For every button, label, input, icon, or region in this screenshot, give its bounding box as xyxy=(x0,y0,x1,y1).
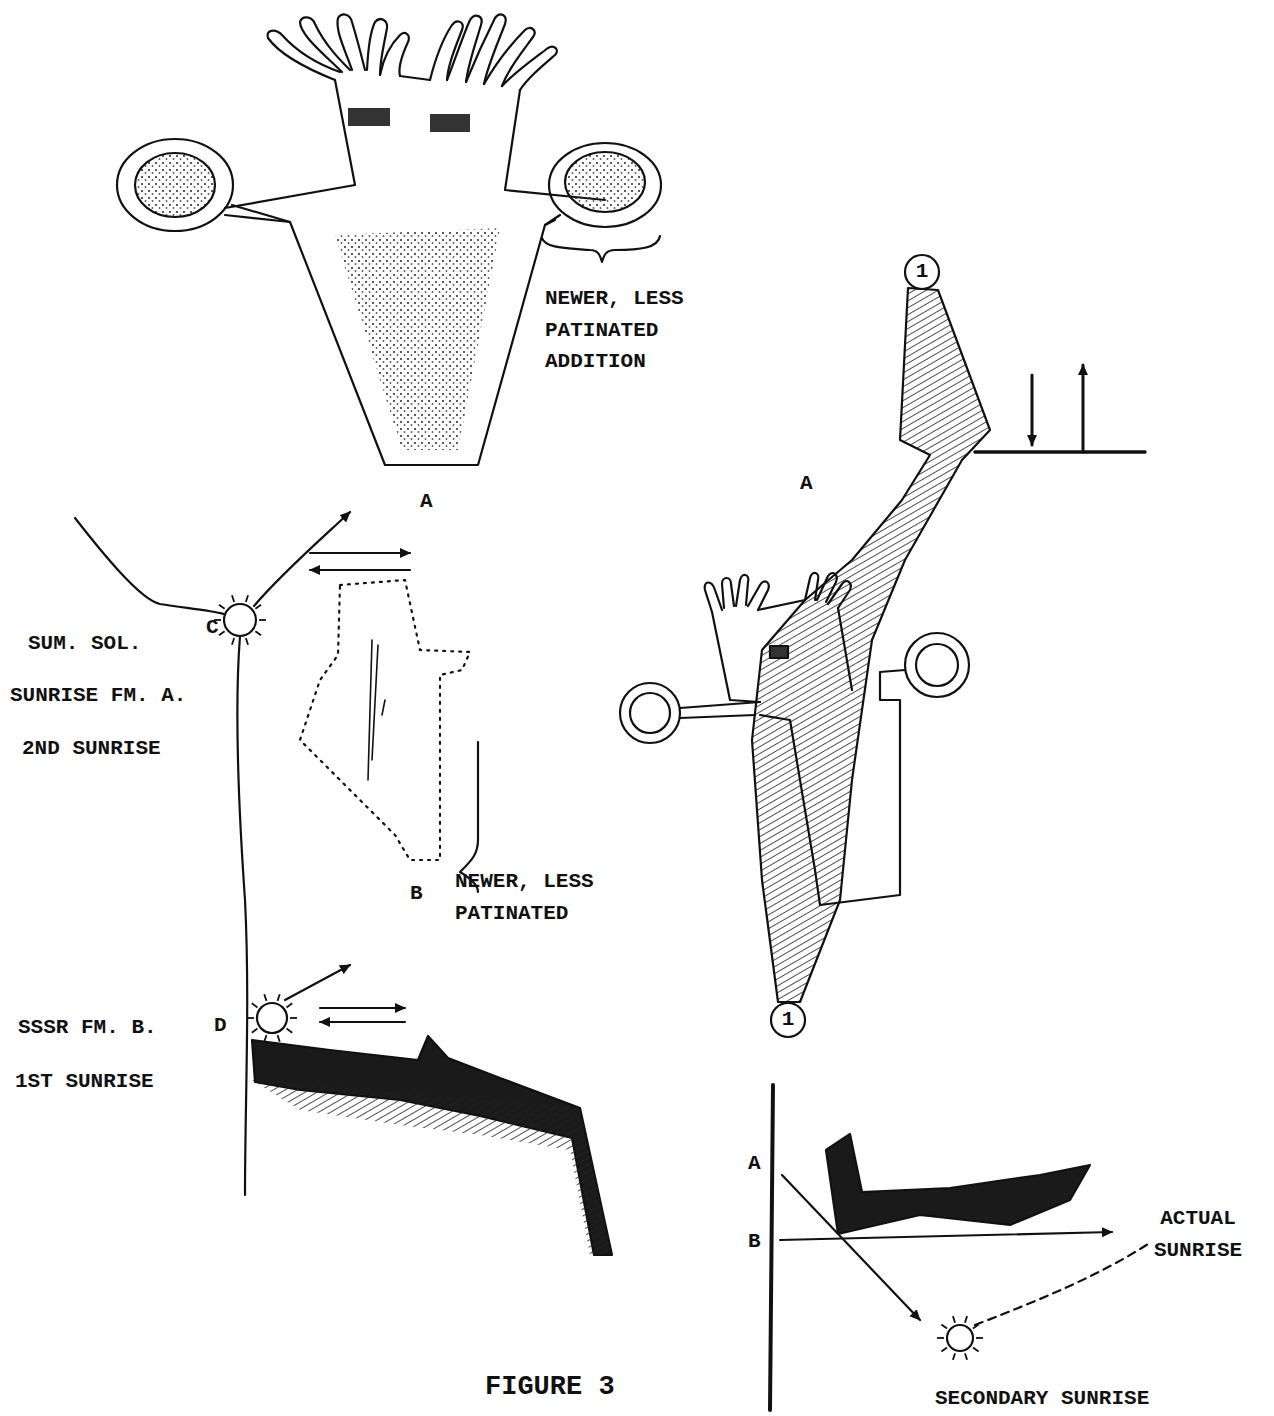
ridge xyxy=(252,1036,612,1255)
label: A xyxy=(748,1148,761,1180)
label: 1 xyxy=(916,256,929,288)
label: ACTUAL SUNRISE xyxy=(1128,1203,1268,1266)
sun-ray xyxy=(232,638,234,645)
sun-ray xyxy=(246,638,248,645)
label: 1ST SUNRISE xyxy=(15,1066,154,1098)
sun-ray xyxy=(252,1029,258,1033)
rotated-figure-a xyxy=(620,573,969,905)
label: 1 xyxy=(782,1004,795,1036)
label: NEWER, LESS PATINATED xyxy=(455,866,655,929)
sun-ray xyxy=(264,1035,266,1042)
crack xyxy=(752,288,990,1002)
figure-caption: FIGURE 3 xyxy=(485,1372,615,1402)
label: A xyxy=(800,468,813,500)
sun-ray xyxy=(219,605,225,609)
sun-ray xyxy=(965,1353,967,1360)
sun-ray xyxy=(278,994,280,1001)
label: A xyxy=(420,486,433,518)
sun-ray xyxy=(255,605,261,609)
label: C xyxy=(206,612,219,644)
sun-ray xyxy=(264,994,266,1001)
sun-ray xyxy=(290,1017,297,1019)
sun-ray xyxy=(232,595,234,602)
sun-ray xyxy=(953,1353,955,1360)
sun-ray xyxy=(973,1347,979,1351)
label: D xyxy=(214,1010,227,1042)
sun-ray xyxy=(255,631,261,635)
head-outline xyxy=(225,76,605,208)
sun-ray xyxy=(976,1337,983,1339)
label: SUNRISE FM. A. xyxy=(10,680,186,712)
label: SSSR FM. B. xyxy=(18,1012,157,1044)
dotted-figure-b xyxy=(300,580,470,860)
label: NEWER, LESS PATINATED ADDITION xyxy=(545,283,705,378)
label: B xyxy=(410,878,423,910)
bracket xyxy=(542,236,660,262)
sun-ray xyxy=(941,1324,947,1328)
sun-ray xyxy=(973,1324,979,1328)
sun-ray xyxy=(287,1029,293,1033)
label: 2ND SUNRISE xyxy=(22,733,161,765)
sun-ray xyxy=(259,619,266,621)
label: SUM. SOL. xyxy=(28,628,141,660)
sun-ray xyxy=(247,1017,254,1019)
sun-ray xyxy=(287,1003,293,1007)
label: SECONDARY SUNRISE xyxy=(935,1383,1149,1415)
sun-ray xyxy=(252,1003,258,1007)
sun-ray xyxy=(937,1337,944,1339)
sun-ray xyxy=(965,1316,967,1323)
sun-ray xyxy=(246,595,248,602)
sun-ray xyxy=(953,1316,955,1323)
sun-ray xyxy=(219,631,225,635)
sun-ray xyxy=(941,1347,947,1351)
sun-ray xyxy=(278,1035,280,1042)
label: B xyxy=(748,1226,761,1258)
